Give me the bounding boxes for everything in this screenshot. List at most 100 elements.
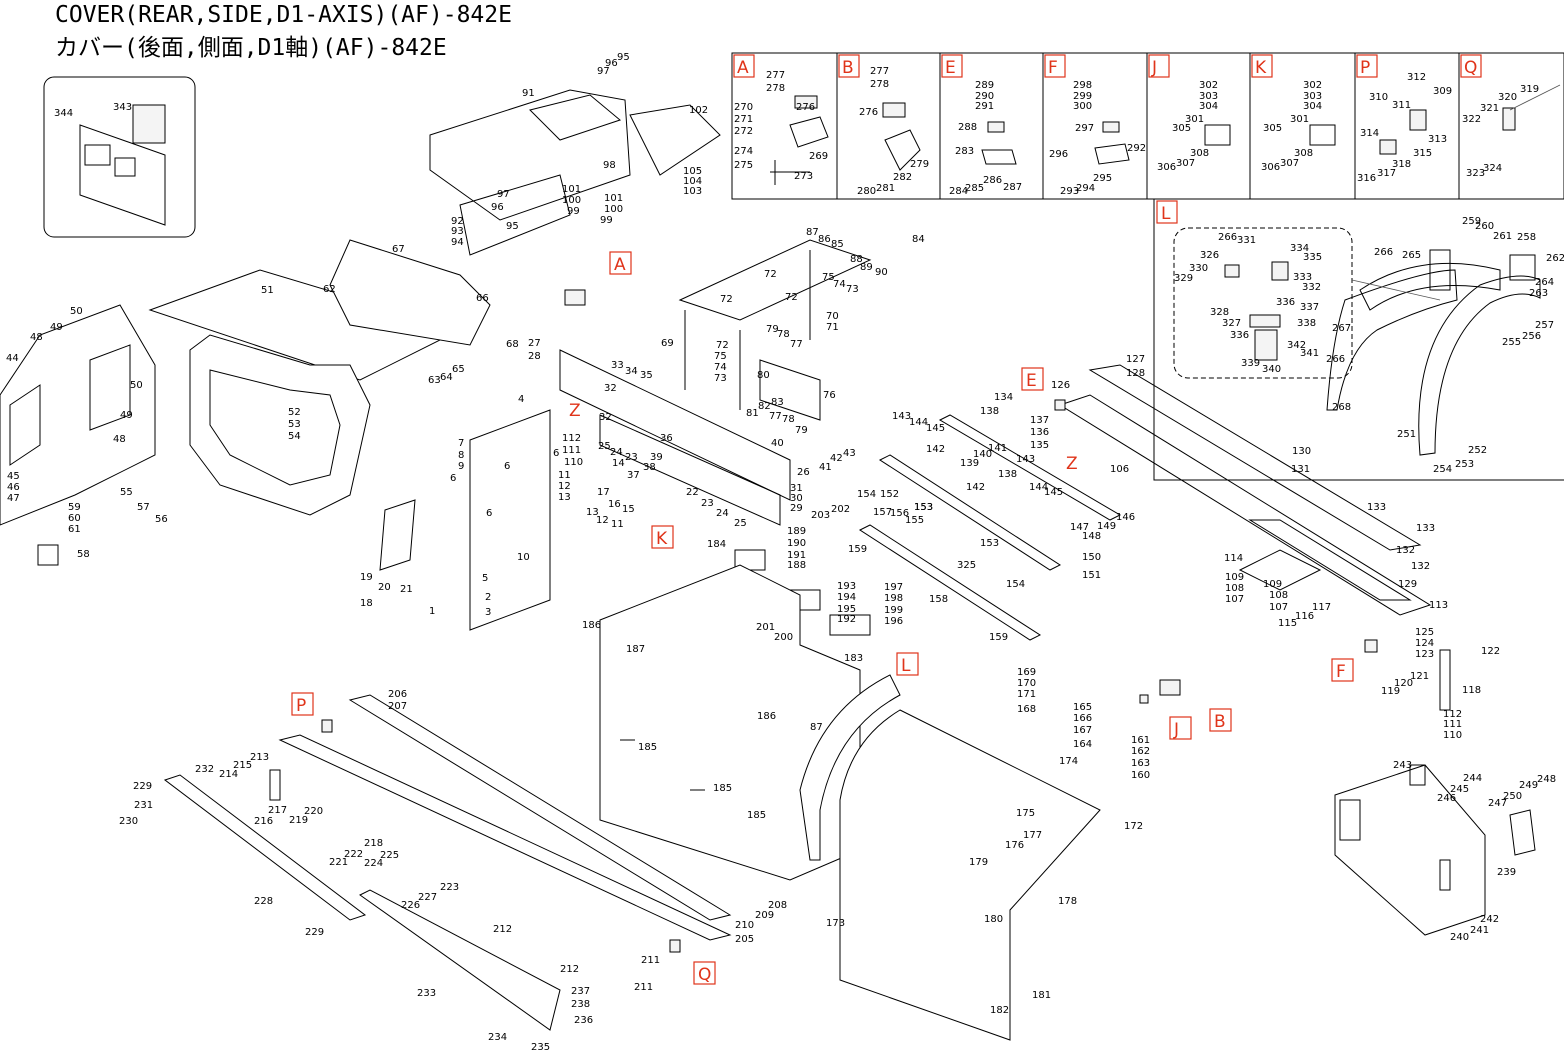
part-number-label: 284 (949, 186, 968, 197)
part-number-label: 148 (1082, 531, 1101, 542)
part-number-label: 109 (1263, 579, 1282, 590)
part-number-label: 244 (1463, 773, 1482, 784)
part-number-label: 263 (1529, 288, 1548, 299)
part-number-label: 309 (1433, 86, 1452, 97)
part-number-label: 129 (1398, 579, 1417, 590)
part-number-label: 295 (1093, 173, 1112, 184)
part-number-label: 328 (1210, 307, 1229, 318)
part-number-label: 45 (7, 471, 20, 482)
part-number-label: 173 (826, 918, 845, 929)
part-number-label: 72 (764, 269, 777, 280)
part-number-label: 115 (1278, 618, 1297, 629)
part-number-label: 138 (980, 406, 999, 417)
part-number-label: 153 (914, 502, 933, 513)
part-number-label: 35 (640, 370, 653, 381)
part-number-label: 20 (378, 582, 391, 593)
part-number-label: 90 (875, 267, 888, 278)
part-number-label: 43 (843, 448, 856, 459)
part-number-label: 208 (768, 900, 787, 911)
part-number-label: 199 (884, 605, 903, 616)
part-number-label: 58 (77, 549, 90, 560)
part-number-label: 254 (1433, 464, 1452, 475)
part-number-label: 300 (1073, 101, 1092, 112)
part-number-label: 219 (289, 815, 308, 826)
part-number-label: 32 (599, 412, 612, 423)
part-number-label: 26 (797, 467, 810, 478)
part-number-label: 68 (506, 339, 519, 350)
part-number-label: 307 (1280, 158, 1299, 169)
part-number-label: 275 (734, 160, 753, 171)
panel-label-box-k (1251, 54, 1273, 78)
panel-label-box-a (733, 54, 755, 78)
part-number-label: 62 (323, 284, 336, 295)
part-number-label: 146 (1116, 512, 1135, 523)
part-number-label: 301 (1185, 114, 1204, 125)
part-number-label: 271 (734, 114, 753, 125)
part-number-label: 202 (831, 504, 850, 515)
part-number-label: 332 (1302, 282, 1321, 293)
part-number-label: 276 (859, 107, 878, 118)
part-number-label: 97 (597, 66, 610, 77)
part-number-label: 304 (1199, 101, 1218, 112)
part-number-label: 285 (965, 183, 984, 194)
part-number-label: 100 (604, 204, 623, 215)
part-number-label: 138 (998, 469, 1017, 480)
part-number-label: 277 (870, 66, 889, 77)
part-number-label: 152 (880, 489, 899, 500)
part-number-label: 211 (641, 955, 660, 966)
part-number-label: 112 (1443, 709, 1462, 720)
panel-label-box-e (941, 54, 963, 78)
part-number-label: 96 (605, 58, 618, 69)
part-number-label: 322 (1462, 114, 1481, 125)
part-number-label: 321 (1480, 103, 1499, 114)
part-number-label: 3 (485, 607, 491, 618)
part-number-label: 159 (989, 632, 1008, 643)
part-number-label: 110 (1443, 730, 1462, 741)
part-number-label: 318 (1392, 159, 1411, 170)
part-number-label: 229 (133, 781, 152, 792)
part-number-label: 106 (1110, 464, 1129, 475)
part-number-label: 302 (1303, 80, 1322, 91)
part-number-label: 52 (288, 407, 301, 418)
part-number-label: 169 (1017, 667, 1036, 678)
part-number-label: 266 (1374, 247, 1393, 258)
part-number-label: 174 (1059, 756, 1078, 767)
part-number-label: 54 (288, 431, 301, 442)
part-number-label: 221 (329, 857, 348, 868)
part-number-label: 293 (1060, 186, 1079, 197)
part-number-label: 294 (1076, 183, 1095, 194)
part-number-label: 165 (1073, 702, 1092, 713)
callout-box-l (896, 652, 919, 676)
part-number-label: 167 (1073, 725, 1092, 736)
part-number-label: 255 (1502, 337, 1521, 348)
part-number-label: 71 (826, 322, 839, 333)
part-number-label: 315 (1413, 148, 1432, 159)
callout-label-b: B (1214, 712, 1226, 732)
part-number-label: 192 (837, 614, 856, 625)
part-number-label: 31 (790, 483, 803, 494)
part-number-label: 67 (392, 244, 405, 255)
part-number-label: 222 (344, 849, 363, 860)
part-number-label: 50 (130, 380, 143, 391)
part-number-label: 85 (831, 239, 844, 250)
part-number-label: 164 (1073, 739, 1092, 750)
part-number-label: 102 (689, 105, 708, 116)
part-number-label: 10 (517, 552, 530, 563)
part-number-label: 341 (1300, 348, 1319, 359)
part-number-label: 270 (734, 102, 753, 113)
part-number-label: 113 (1429, 600, 1448, 611)
part-number-label: 340 (1262, 364, 1281, 375)
part-number-label: 24 (716, 508, 729, 519)
part-number-label: 143 (1016, 454, 1035, 465)
callout-label-j: J (1173, 720, 1179, 740)
part-number-label: 262 (1546, 253, 1564, 264)
part-number-label: 291 (975, 101, 994, 112)
part-number-label: 298 (1073, 80, 1092, 91)
part-number-label: 305 (1263, 123, 1282, 134)
part-number-label: 279 (910, 159, 929, 170)
part-number-label: 11 (558, 470, 571, 481)
part-number-label: 50 (70, 306, 83, 317)
part-number-label: 253 (1455, 459, 1474, 470)
callout-label-z: Z (1066, 454, 1078, 474)
part-number-label: 137 (1030, 415, 1049, 426)
